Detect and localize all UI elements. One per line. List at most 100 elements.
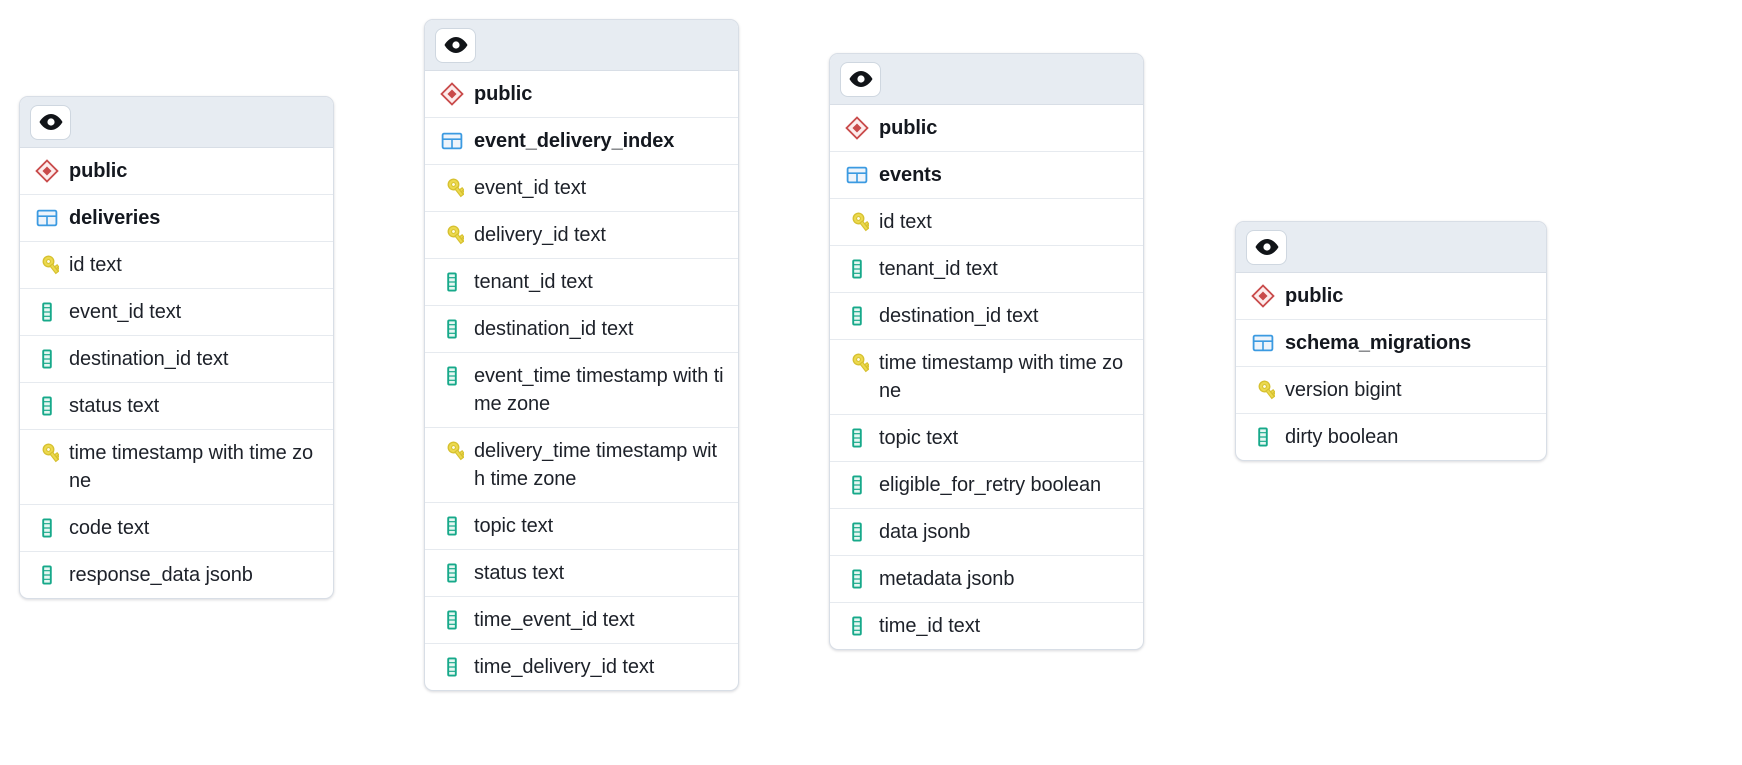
- table-row[interactable]: destination_id text: [425, 306, 738, 353]
- row-label: event_time timestamp with time zone: [474, 365, 724, 415]
- table-row[interactable]: tenant_id text: [425, 259, 738, 306]
- table-row[interactable]: status text: [20, 383, 333, 430]
- table-row[interactable]: destination_id text: [830, 293, 1143, 340]
- table-card-events: public events id text tenant_id text destina…: [829, 53, 1144, 650]
- column-icon: [844, 303, 870, 329]
- row-label: time_id text: [879, 615, 981, 637]
- table-row[interactable]: destination_id text: [20, 336, 333, 383]
- row-label: time_delivery_id text: [474, 656, 655, 678]
- table-row[interactable]: delivery_time timestamp with time zone: [425, 428, 738, 503]
- table-row[interactable]: response_data jsonb: [20, 552, 333, 598]
- column-icon-svg: [852, 522, 862, 542]
- key-icon: [844, 350, 870, 376]
- table-row[interactable]: public: [830, 105, 1143, 152]
- column-icon-svg: [852, 259, 862, 279]
- column-icon-svg: [447, 272, 457, 292]
- table-row[interactable]: topic text: [425, 503, 738, 550]
- table-row[interactable]: public: [20, 148, 333, 195]
- eye-icon[interactable]: [30, 104, 71, 140]
- table-row[interactable]: event_delivery_index: [425, 118, 738, 165]
- table-row[interactable]: time_event_id text: [425, 597, 738, 644]
- eye-icon-svg: [444, 37, 467, 53]
- table-row[interactable]: events: [830, 152, 1143, 199]
- row-label: destination_id text: [69, 348, 229, 370]
- row-label: response_data jsonb: [69, 564, 253, 586]
- column-icon-svg: [852, 616, 862, 636]
- row-label: public: [69, 160, 128, 182]
- key-icon: [439, 175, 465, 201]
- column-icon-svg: [42, 518, 52, 538]
- table-row[interactable]: delivery_id text: [425, 212, 738, 259]
- column-icon-svg: [42, 396, 52, 416]
- column-icon: [34, 515, 60, 541]
- eye-icon[interactable]: [840, 61, 881, 97]
- table-row[interactable]: metadata jsonb: [830, 556, 1143, 603]
- row-label: event_delivery_index: [474, 130, 675, 152]
- row-label: time timestamp with time zone: [69, 442, 314, 492]
- row-label: id text: [879, 211, 932, 233]
- column-icon: [1250, 424, 1276, 450]
- row-label: dirty boolean: [1285, 426, 1399, 448]
- row-label: destination_id text: [474, 318, 634, 340]
- row-label: event_id text: [69, 301, 182, 323]
- table-row[interactable]: dirty boolean: [1236, 414, 1546, 460]
- column-icon: [439, 560, 465, 586]
- table-row[interactable]: id text: [20, 242, 333, 289]
- table-row[interactable]: time_id text: [830, 603, 1143, 649]
- eye-icon[interactable]: [1246, 229, 1287, 265]
- column-icon-svg: [447, 657, 457, 677]
- table-row[interactable]: status text: [425, 550, 738, 597]
- row-label: destination_id text: [879, 305, 1039, 327]
- table-row[interactable]: version bigint: [1236, 367, 1546, 414]
- table-card-event_delivery_index: public event_delivery_index event_id text d…: [424, 19, 739, 691]
- table-row[interactable]: event_time timestamp with time zone: [425, 353, 738, 428]
- table-row[interactable]: event_id text: [20, 289, 333, 336]
- column-icon: [844, 425, 870, 451]
- table-row[interactable]: time timestamp with time zone: [830, 340, 1143, 415]
- table-row[interactable]: time timestamp with time zone: [20, 430, 333, 505]
- column-icon: [844, 256, 870, 282]
- row-label: tenant_id text: [879, 258, 998, 280]
- column-icon-svg: [447, 366, 457, 386]
- table-row[interactable]: data jsonb: [830, 509, 1143, 556]
- key-icon: [844, 209, 870, 235]
- key-icon-svg: [447, 441, 464, 461]
- row-label: id text: [69, 254, 122, 276]
- key-icon-svg: [42, 255, 59, 275]
- column-icon-svg: [42, 565, 52, 585]
- table-row[interactable]: id text: [830, 199, 1143, 246]
- card-header-schema_migrations: [1236, 222, 1546, 273]
- row-label: eligible_for_retry boolean: [879, 474, 1101, 496]
- column-icon-svg: [852, 306, 862, 326]
- row-label: public: [1285, 285, 1344, 307]
- eye-icon[interactable]: [435, 27, 476, 63]
- table-row[interactable]: public: [425, 71, 738, 118]
- table-row[interactable]: deliveries: [20, 195, 333, 242]
- row-label: public: [879, 117, 938, 139]
- key-icon-svg: [852, 212, 869, 232]
- table-icon: [439, 128, 465, 154]
- table-row[interactable]: time_delivery_id text: [425, 644, 738, 690]
- column-icon: [439, 513, 465, 539]
- schema-diamond-icon-svg: [1251, 284, 1275, 308]
- key-icon: [1250, 377, 1276, 403]
- eye-icon-svg: [1255, 239, 1278, 255]
- row-label: event_id text: [474, 177, 587, 199]
- column-icon: [34, 299, 60, 325]
- row-label: data jsonb: [879, 521, 971, 543]
- table-row[interactable]: schema_migrations: [1236, 320, 1546, 367]
- table-row[interactable]: tenant_id text: [830, 246, 1143, 293]
- key-icon-svg: [42, 443, 59, 463]
- table-row[interactable]: topic text: [830, 415, 1143, 462]
- column-icon-svg: [42, 349, 52, 369]
- table-row[interactable]: code text: [20, 505, 333, 552]
- row-label: deliveries: [69, 207, 161, 229]
- column-icon: [439, 607, 465, 633]
- table-row[interactable]: public: [1236, 273, 1546, 320]
- table-row[interactable]: eligible_for_retry boolean: [830, 462, 1143, 509]
- table-row[interactable]: event_id text: [425, 165, 738, 212]
- card-header-deliveries: [20, 97, 333, 148]
- row-label: public: [474, 83, 533, 105]
